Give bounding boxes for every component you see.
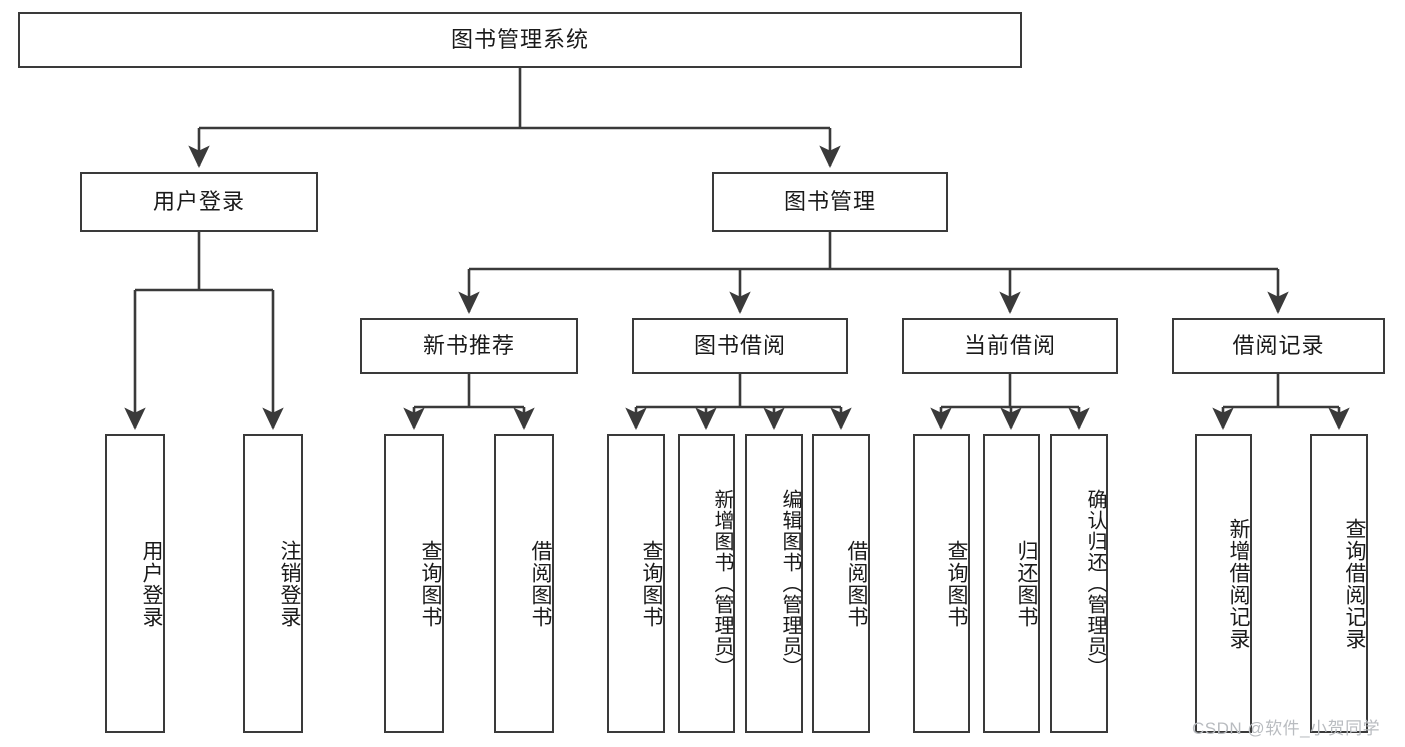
node-leaf-borrow-book-2[interactable]: 借阅图书	[812, 434, 870, 733]
node-borrow-record[interactable]: 借阅记录	[1172, 318, 1385, 374]
node-leaf-query-book-2[interactable]: 查询图书	[607, 434, 665, 733]
node-label: 查询图书	[419, 539, 442, 628]
node-user-login[interactable]: 用户登录	[80, 172, 318, 232]
node-book-borrow[interactable]: 图书借阅	[632, 318, 848, 374]
node-label: 归还图书	[1015, 539, 1038, 628]
node-label: 图书借阅	[693, 333, 786, 359]
node-label: 注销登录	[278, 539, 301, 628]
node-label: 当前借阅	[963, 333, 1056, 359]
node-label: 确认归还（管理员）	[1084, 489, 1106, 678]
node-label: 编辑图书（管理员）	[779, 489, 801, 678]
node-current-borrow[interactable]: 当前借阅	[902, 318, 1118, 374]
node-leaf-borrow-book-1[interactable]: 借阅图书	[494, 434, 554, 733]
node-label: 查询图书	[640, 539, 663, 628]
node-leaf-query-book-1[interactable]: 查询图书	[384, 434, 444, 733]
node-label: 用户登录	[140, 539, 163, 628]
node-leaf-user-login[interactable]: 用户登录	[105, 434, 165, 733]
node-label: 新增图书（管理员）	[711, 489, 733, 678]
node-label: 新增借阅记录	[1227, 517, 1250, 650]
node-leaf-confirm-return[interactable]: 确认归还（管理员）	[1050, 434, 1108, 733]
node-leaf-add-book[interactable]: 新增图书（管理员）	[678, 434, 735, 733]
node-label: 新书推荐	[422, 333, 515, 359]
node-new-book-recommend[interactable]: 新书推荐	[360, 318, 578, 374]
node-label: 查询图书	[945, 539, 968, 628]
node-label: 借阅图书	[845, 539, 868, 628]
node-label: 用户登录	[152, 189, 245, 215]
node-leaf-edit-book[interactable]: 编辑图书（管理员）	[745, 434, 803, 733]
node-label: 借阅图书	[529, 539, 552, 628]
node-label: 图书管理	[783, 189, 876, 215]
node-book-manage[interactable]: 图书管理	[712, 172, 948, 232]
node-label: 图书管理系统	[450, 27, 589, 53]
node-label: 查询借阅记录	[1343, 517, 1366, 650]
node-leaf-logout-login[interactable]: 注销登录	[243, 434, 303, 733]
node-leaf-query-record[interactable]: 查询借阅记录	[1310, 434, 1368, 733]
node-label: 借阅记录	[1232, 333, 1325, 359]
node-leaf-query-book-3[interactable]: 查询图书	[913, 434, 970, 733]
node-leaf-return-book[interactable]: 归还图书	[983, 434, 1040, 733]
node-root-system[interactable]: 图书管理系统	[18, 12, 1022, 68]
node-leaf-add-record[interactable]: 新增借阅记录	[1195, 434, 1252, 733]
